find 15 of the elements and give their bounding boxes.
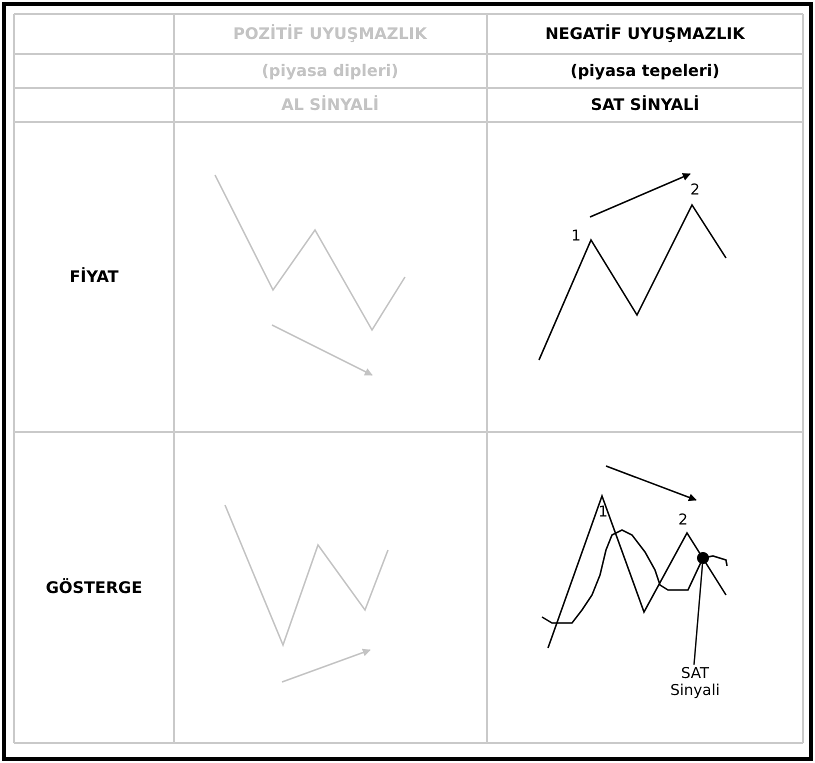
crossover-dot: [697, 552, 709, 564]
column-header: SAT SİNYALİ: [590, 96, 700, 114]
column-header: POZİTİF UYUŞMAZLIK: [233, 24, 427, 44]
column-header: NEGATİF UYUŞMAZLIK: [545, 24, 745, 44]
row-header: GÖSTERGE: [46, 578, 142, 598]
peak-number: 1: [571, 227, 581, 245]
row-header: FİYAT: [70, 268, 118, 286]
peak-number: 2: [690, 181, 700, 199]
column-subheader: (piyasa tepeleri): [570, 62, 720, 80]
signal-label: SAT Sinyali: [664, 664, 726, 700]
leader-line: [693, 564, 704, 665]
column-subheader: (piyasa dipleri): [262, 62, 398, 80]
peak-number: 1: [598, 503, 608, 521]
column-header: AL SİNYALİ: [281, 96, 379, 114]
peak-number: 2: [678, 511, 688, 529]
